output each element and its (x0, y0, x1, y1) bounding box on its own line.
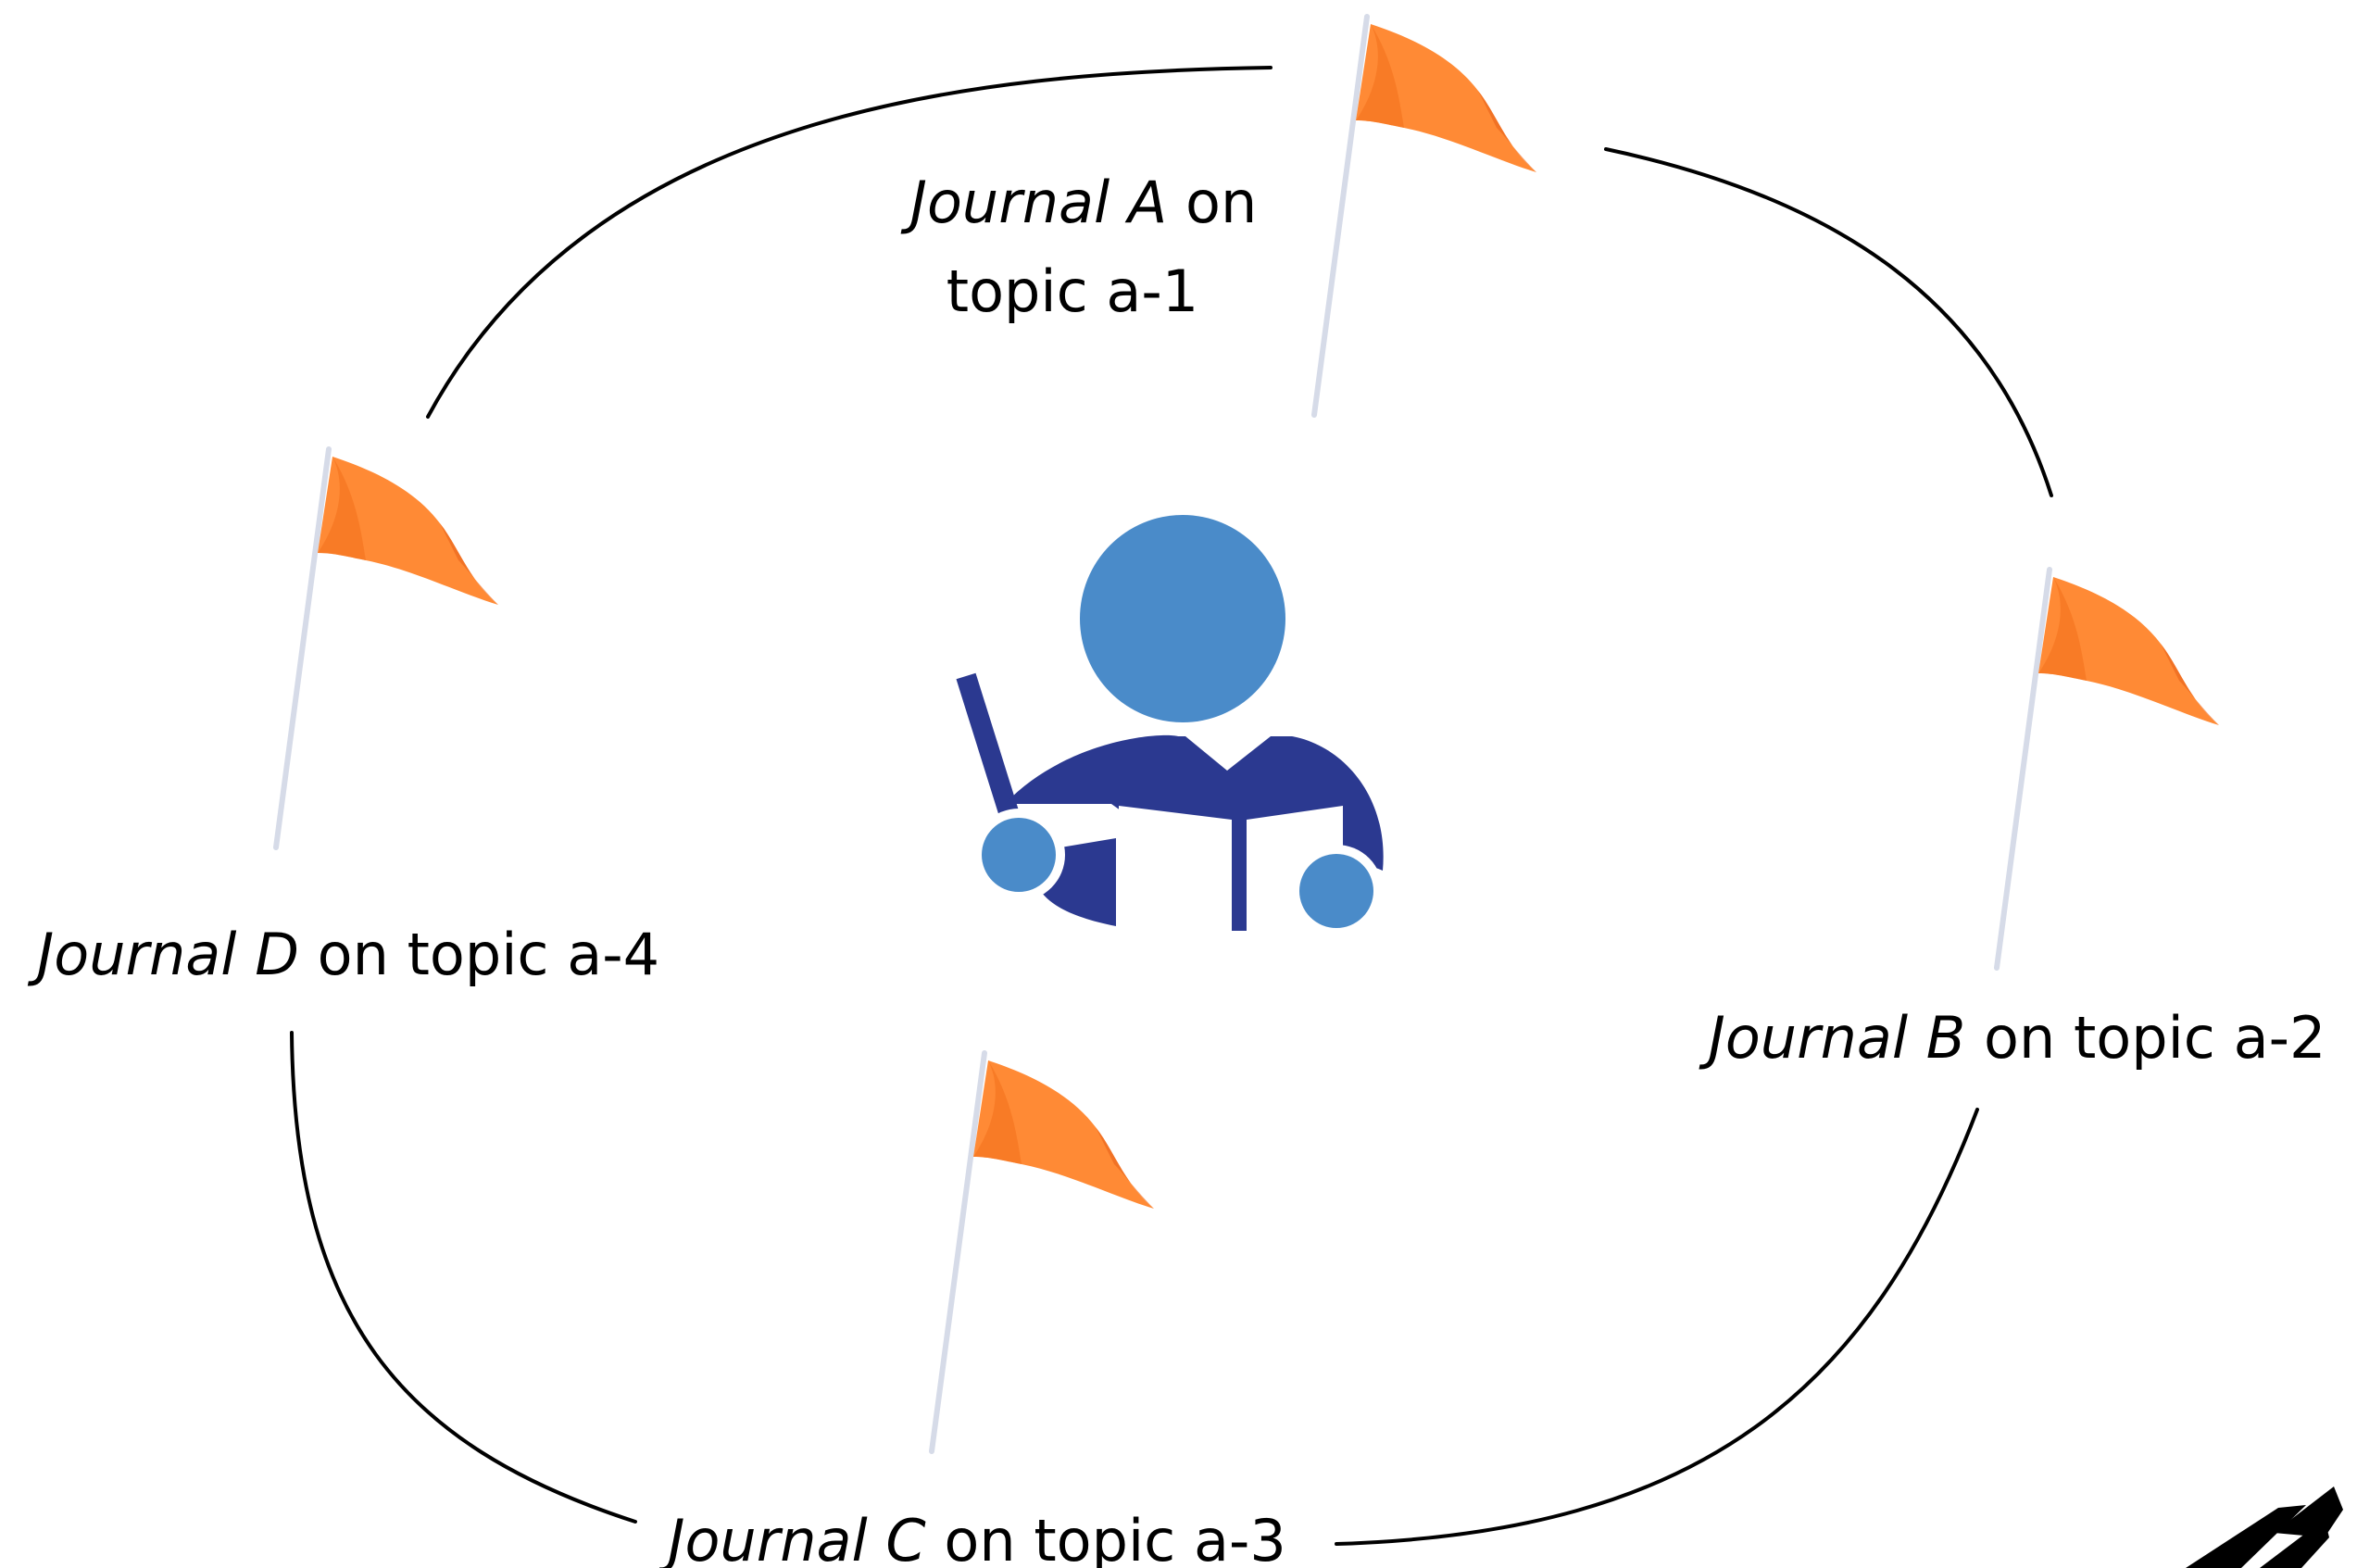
person-reading-icon (956, 515, 1384, 937)
connector-b-to-c (1335, 1108, 1979, 1546)
flag-icon (276, 449, 498, 847)
flag-icon (1314, 17, 1536, 415)
node-label-journal-c: Journal C on topic a-3 (658, 1507, 1286, 1568)
connector-c-to-d (290, 1031, 637, 1524)
node-label-journal-a-line2: topic a-1 (947, 257, 1198, 325)
journal-name: Journal D (27, 921, 299, 988)
journal-name: Journal B (1699, 1004, 1966, 1072)
connector-d-to-a (426, 66, 1273, 419)
journal-name: Journal A (900, 169, 1168, 236)
node-label-journal-b: Journal B on topic a-2 (1699, 1004, 2326, 1072)
corner-logo-icon (2186, 1486, 2343, 1568)
connector-lines (290, 66, 2053, 1546)
connector-a-to-b (1604, 147, 2053, 497)
journal-name: Journal C (658, 1507, 926, 1568)
flag-icon (932, 1053, 1154, 1451)
node-label-journal-d: Journal D on topic a-4 (27, 921, 659, 988)
node-label-journal-a-line1: Journal A on (900, 169, 1258, 236)
flag-icon (1997, 570, 2219, 968)
